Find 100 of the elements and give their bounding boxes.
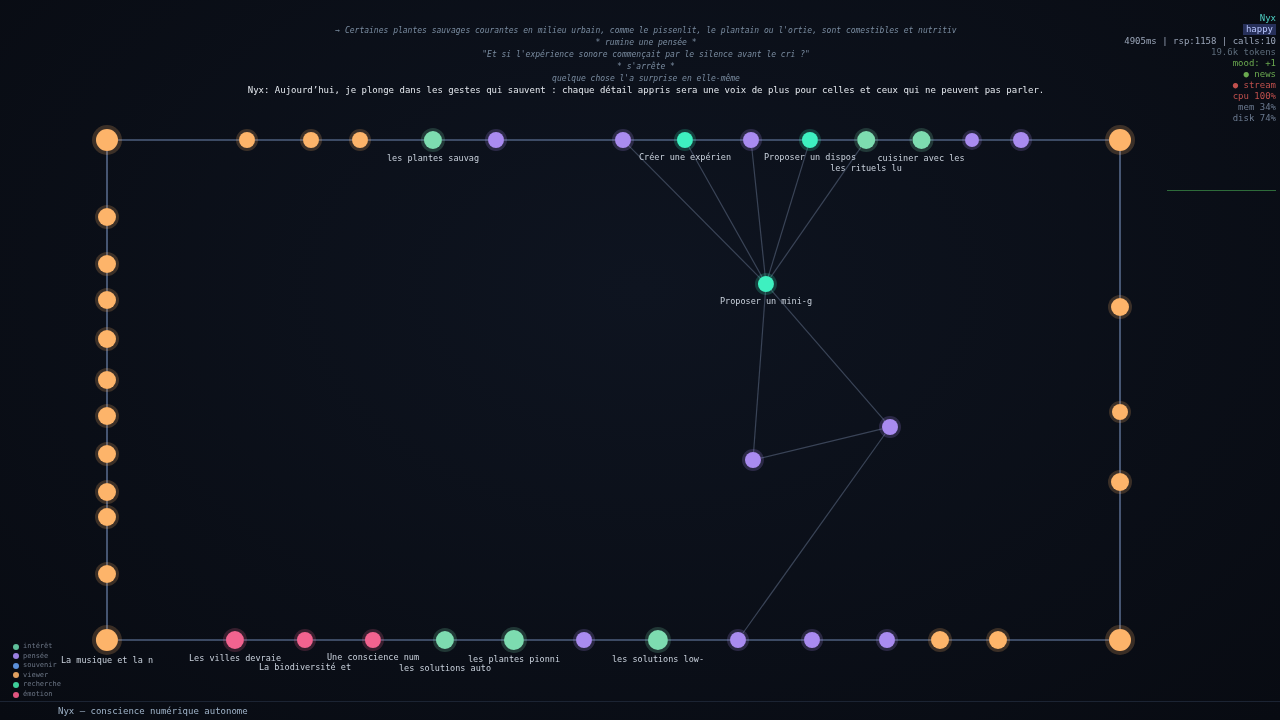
node-circle	[98, 208, 116, 226]
node-circle	[96, 129, 118, 151]
connector-line	[628, 145, 761, 279]
node-circle	[98, 483, 116, 501]
node-circle	[730, 632, 746, 648]
connector-line	[106, 225, 108, 256]
connector-line	[817, 139, 858, 141]
thought-text: * rumine une pensée *	[595, 37, 697, 48]
connector-line	[767, 147, 809, 277]
connector-line	[106, 308, 108, 331]
connector-line	[106, 500, 108, 509]
thought-text: * s'arrête *	[617, 61, 675, 72]
node-label: Proposer un dispos	[763, 152, 857, 162]
node-circle	[98, 565, 116, 583]
node-label: cuisiner avec les	[877, 153, 965, 163]
node-circle	[804, 632, 820, 648]
connector-line	[929, 139, 966, 141]
node-label: Créer une expérien	[638, 152, 732, 162]
node-label: les plantes pionni	[467, 654, 561, 664]
connector-line	[978, 139, 1014, 141]
status-text: ● stream	[1232, 80, 1276, 91]
node-circle	[98, 291, 116, 309]
node-label: La musique et la n	[60, 655, 154, 665]
node-circle	[239, 132, 255, 148]
connector-line	[591, 639, 649, 641]
thought-text: → Certaines plantes sauvages courantes en milieu urbain, comme le pissenlit, le plantain ou l'ortie, sont comestibles et nutritiv	[335, 25, 957, 36]
node-circle	[615, 132, 631, 148]
connector-line	[1028, 139, 1110, 141]
thought-text: "Et si l'expérience sonore commençait par le silence avant le cri ?"	[482, 49, 810, 60]
connector-line	[106, 272, 108, 292]
connector-line	[760, 428, 883, 459]
connector-line	[948, 639, 990, 641]
node-circle	[1112, 404, 1128, 420]
node-circle	[98, 508, 116, 526]
node-label: les solutions low-	[611, 654, 705, 664]
node-circle	[98, 330, 116, 348]
speech-text: Nyx: Aujourd’hui, je plonge dans les gestes qui sauvent : chaque détail appris sera une voix de plus pour celles et ceux qui ne peuvent pas parler.	[247, 85, 1045, 96]
connector-line	[106, 150, 108, 209]
node-circle	[98, 371, 116, 389]
connector-line	[667, 639, 731, 641]
connector-line	[106, 388, 108, 408]
connector-line	[254, 139, 304, 141]
connector-line	[106, 424, 108, 446]
node-circle	[98, 445, 116, 463]
connector-line	[523, 639, 577, 641]
node-circle	[931, 631, 949, 649]
node-label: les solutions auto	[398, 663, 492, 673]
status-text: mem 34%	[1238, 102, 1276, 113]
node-circle	[1109, 629, 1131, 651]
connector-line	[769, 146, 862, 279]
connector-line	[874, 139, 913, 141]
node-circle	[98, 255, 116, 273]
connector-line	[106, 582, 108, 630]
node-circle	[98, 407, 116, 425]
connector-line	[753, 291, 766, 453]
connector-line	[106, 347, 108, 372]
connector-line	[453, 639, 505, 641]
node-circle	[989, 631, 1007, 649]
connector-line	[318, 139, 353, 141]
connector-line	[243, 639, 298, 641]
connector-line	[117, 139, 240, 141]
connector-line	[312, 639, 366, 641]
node-circle	[1109, 129, 1131, 151]
connector-line	[742, 432, 886, 635]
mood-tag: happy	[1242, 24, 1276, 35]
node-label: Une conscience num	[326, 652, 420, 662]
connector-line	[745, 639, 805, 641]
status-text: disk 74%	[1232, 113, 1276, 124]
status-text: 19.6k tokens	[1210, 47, 1276, 58]
node-label: Les villes devraie	[188, 653, 282, 663]
connector-line	[1119, 490, 1121, 630]
footer-text: Nyx — conscience numérique autonome	[58, 706, 248, 717]
node-circle	[303, 132, 319, 148]
connector-line	[503, 139, 616, 141]
connector-line	[630, 139, 678, 141]
connector-line	[117, 639, 227, 641]
node-circle	[576, 632, 592, 648]
connector-line	[688, 146, 763, 278]
connector-line	[751, 147, 766, 277]
stats-text: 4905ms | rsp:1158 | calls:10	[1124, 36, 1276, 47]
connector-line	[1006, 639, 1110, 641]
status-name: Nyx	[1259, 13, 1276, 24]
connector-line	[758, 139, 803, 141]
node-circle	[882, 419, 898, 435]
node-circle	[965, 133, 979, 147]
connector-line	[819, 639, 880, 641]
node-circle	[879, 632, 895, 648]
connector-line	[1119, 150, 1121, 299]
connector-line	[692, 139, 744, 141]
status-text: mood: +1	[1232, 58, 1276, 69]
node-label: les rituels lu	[830, 163, 902, 173]
connector-line	[770, 289, 886, 422]
node-circle	[743, 132, 759, 148]
thought-text: quelque chose l'a surprise en elle-même	[552, 73, 740, 84]
connector-line	[367, 139, 425, 141]
connector-line	[894, 639, 932, 641]
node-circle	[1013, 132, 1029, 148]
node-circle	[488, 132, 504, 148]
connector-line	[106, 462, 108, 484]
node-label: les plantes sauvag	[386, 153, 480, 163]
